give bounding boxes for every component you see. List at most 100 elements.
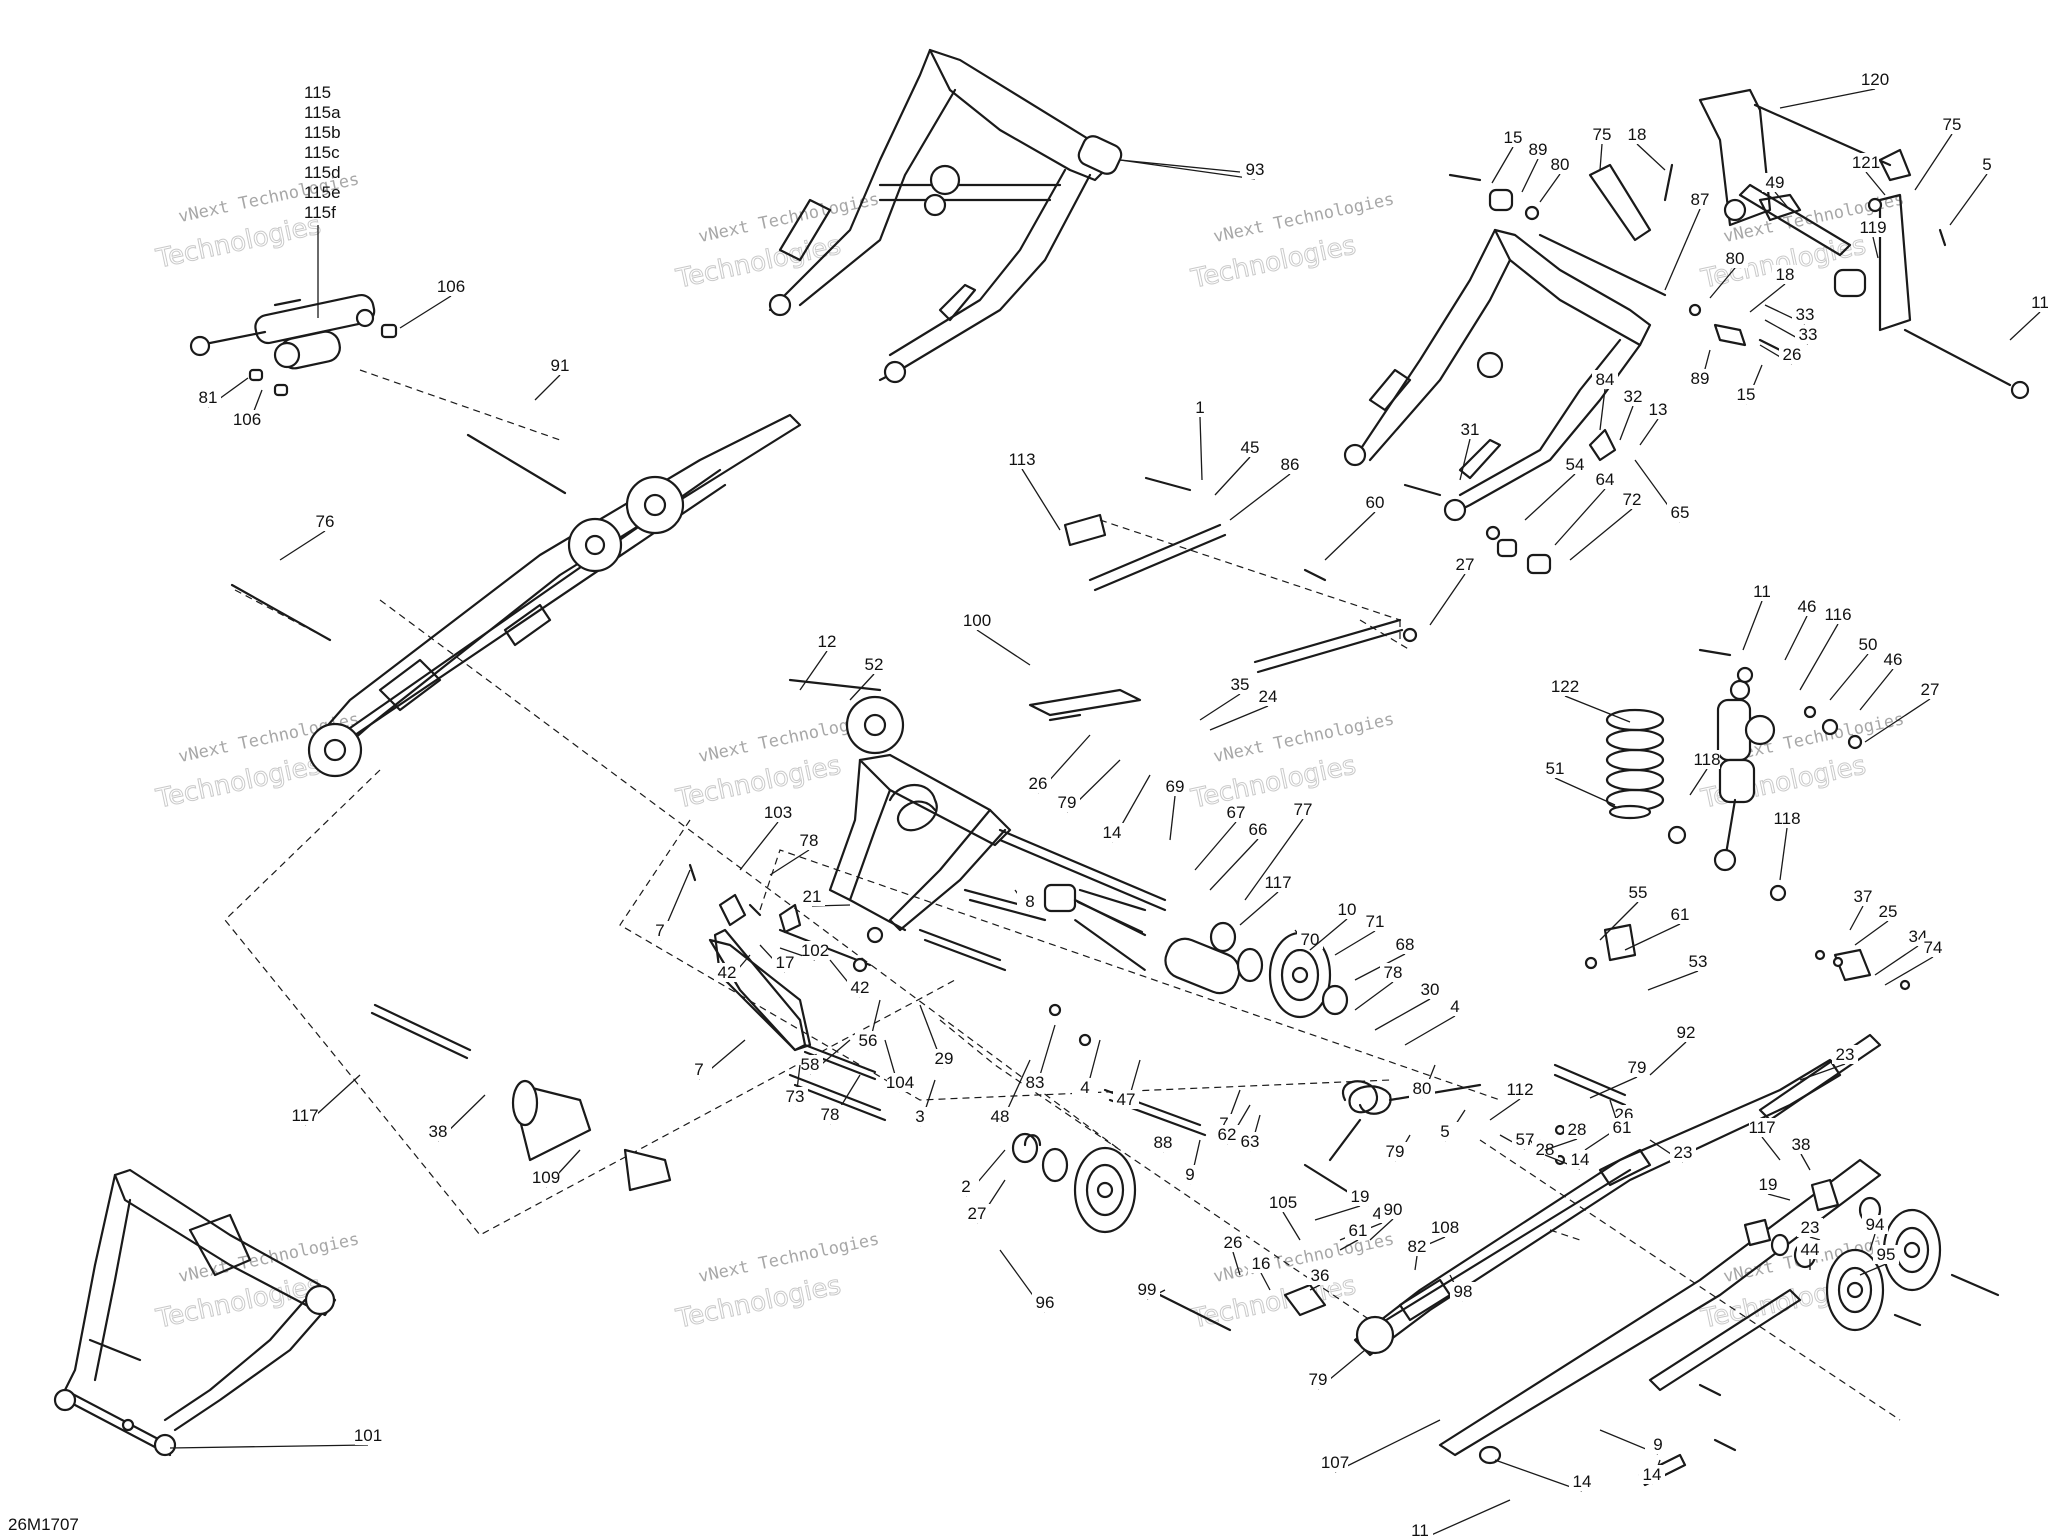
callout-leader [1309,1284,1321,1291]
callout-leader [1767,1193,1791,1201]
callout-number-bg [1562,455,1588,474]
callout-number-bg [1407,1521,1433,1536]
right-slide-rail [1353,1058,1842,1357]
callout-number: 79 [1386,1142,1405,1161]
callout-leader [1689,768,1708,796]
rear-idler-wheel-set [1743,1178,2000,1332]
callout-number: 35 [1231,675,1250,694]
callout-number-bg [1345,1221,1371,1240]
callout-leader [1664,208,1701,291]
shock-bushing [248,323,398,397]
callout-leader [1194,821,1237,871]
callout-number: 67 [1227,803,1246,822]
callout-number-bg [1220,1233,1246,1252]
callout-number: 48 [991,1107,1010,1126]
callout-leader [1521,158,1539,193]
callout-number: 103 [764,803,792,822]
callout-number: 52 [865,655,884,674]
callout-number: 11 [1753,582,1771,601]
callout-number-bg [533,1168,559,1187]
callout-number-bg [1620,387,1646,406]
callout-number-bg [1920,938,1946,957]
callout-number: 46 [1884,650,1903,669]
shock-label-stack: 115 115a 115b 115c 115d 115e 115f [304,83,341,318]
callout-number-bg [1670,1143,1696,1162]
callout-leader [1854,920,1889,946]
callout-leader [1199,693,1241,721]
callout-leader [1761,1136,1781,1161]
callout-number: 101 [354,1426,382,1445]
callout-number: 15 [1504,128,1523,147]
callout-number-bg [1305,1370,1331,1389]
callout-number: 61 [1671,905,1690,924]
callout-number: 78 [821,1105,840,1124]
rear-arm-assembly [1343,228,1652,522]
callout-number: 108 [1431,1218,1459,1237]
callout-leader [1554,488,1606,546]
callout-number-bg [1592,470,1618,489]
watermark-line: vNext Technologies [1212,189,1396,247]
callout-number: 23 [1801,1218,1820,1237]
callout-number: 72 [1623,490,1642,509]
callout-number: 75 [1593,125,1612,144]
callout-leader [849,673,875,701]
callout-number-bg [1404,1237,1430,1256]
callout-number: 9 [1185,1165,1194,1184]
callout-number-bg [1500,128,1526,147]
callout-leader [1239,891,1279,926]
callout-number: 96 [1036,1293,1055,1312]
shock-label: 115f [304,203,336,222]
callout-number: 26 [1783,345,1802,364]
callout-leader [1229,473,1291,521]
callout-leader [1354,981,1394,1011]
callout-number: 91 [551,356,570,375]
callout-number-bg [1507,1080,1533,1099]
callout-number-bg [931,1049,957,1068]
shock-label: 115e [304,183,341,202]
spacer-tube-95 [511,1079,592,1162]
callout-number-bg [1564,1120,1590,1139]
callout-number-bg [195,388,221,407]
callout-number-bg [964,1204,990,1223]
callout-number-bg [1792,305,1818,324]
callout-leader [1260,1272,1271,1291]
callout-number-bg [1334,900,1360,919]
callout-number-bg [1113,1090,1139,1109]
shock-label: 115d [304,163,341,182]
callout-number: 78 [1384,963,1403,982]
watermark: vNext Technologies Technologies [672,189,881,295]
callout-number-bg [1855,635,1881,654]
shock-label: 115b [304,123,341,142]
callout-leader [1459,438,1471,481]
callout-number-bg [1873,1245,1899,1264]
diagram-code: 26M1707 [8,1515,79,1534]
callout-number: 4 [1080,1078,1089,1097]
wheel-kit-109 [1023,1134,1042,1147]
callout-leader [1564,695,1631,723]
callout-number: 3 [915,1107,924,1126]
callout-number: 18 [1776,265,1795,284]
shock-label: 115a [304,103,341,122]
callout-leader [1647,970,1699,991]
callout-number-bg [1645,1435,1671,1454]
callout-number: 121 [1852,153,1880,172]
callout-number-bg [1245,820,1271,839]
callout-number: 32 [1624,387,1643,406]
callout-number: 74 [1924,938,1943,957]
rail-nut [1478,1445,1502,1465]
callout-number-bg [1625,883,1651,902]
callout-number: 117 [1748,1118,1775,1137]
callout-leader [1829,653,1869,701]
callout-number-bg [1974,155,2000,174]
callout-number: 7 [694,1060,703,1079]
callout-leader [1282,1211,1301,1241]
callout-number: 16 [1252,1254,1271,1273]
callout-number: 42 [718,963,737,982]
idler-wheel-bearing [1011,1132,1069,1183]
callout-number-bg [847,978,873,997]
callout-number-bg [765,803,791,822]
callout-leader [1374,998,1431,1031]
callout-number: 24 [1259,687,1278,706]
callout-leader [1774,191,1791,211]
callout-leader [1209,705,1269,731]
